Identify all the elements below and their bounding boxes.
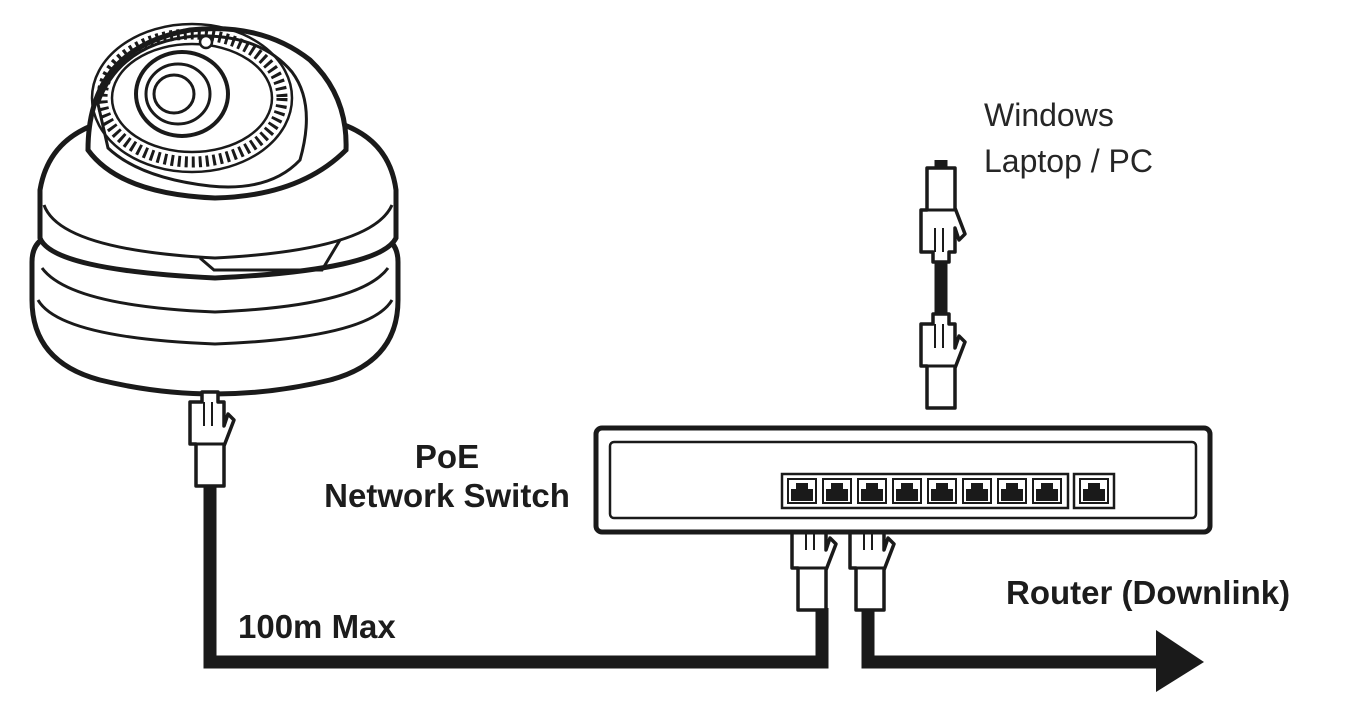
dome-camera-icon [29,22,401,397]
ethernet-port-icon [1032,478,1062,504]
camera-cable [203,484,829,669]
router-label: Router (Downlink) [1006,574,1291,611]
router-cable [861,608,1204,692]
ethernet-port-icon [822,478,852,504]
ethernet-port-icon [857,478,887,504]
rj45-connector-icon [919,312,967,410]
rj45-connector-icon [188,390,236,488]
ethernet-port-icon [927,478,957,504]
ethernet-port-icon [997,478,1027,504]
ethernet-port-icon [1079,478,1109,504]
switch-label: PoE Network Switch [313,438,581,516]
switch-label-line2: Network Switch [324,476,570,514]
distance-label: 100m Max [238,608,396,645]
rj45-connector-icon [919,166,967,264]
ethernet-port-icon [962,478,992,504]
arrow-right-icon [1156,630,1204,692]
ethernet-port-icon [787,478,817,504]
pc-label-line1: Windows [984,97,1114,133]
pc-label: Windows Laptop / PC [984,92,1153,185]
pc-label-line2: Laptop / PC [984,143,1153,180]
ethernet-port-icon [892,478,922,504]
switch-label-line1: PoE [414,438,480,475]
network-switch-icon [593,425,1213,535]
